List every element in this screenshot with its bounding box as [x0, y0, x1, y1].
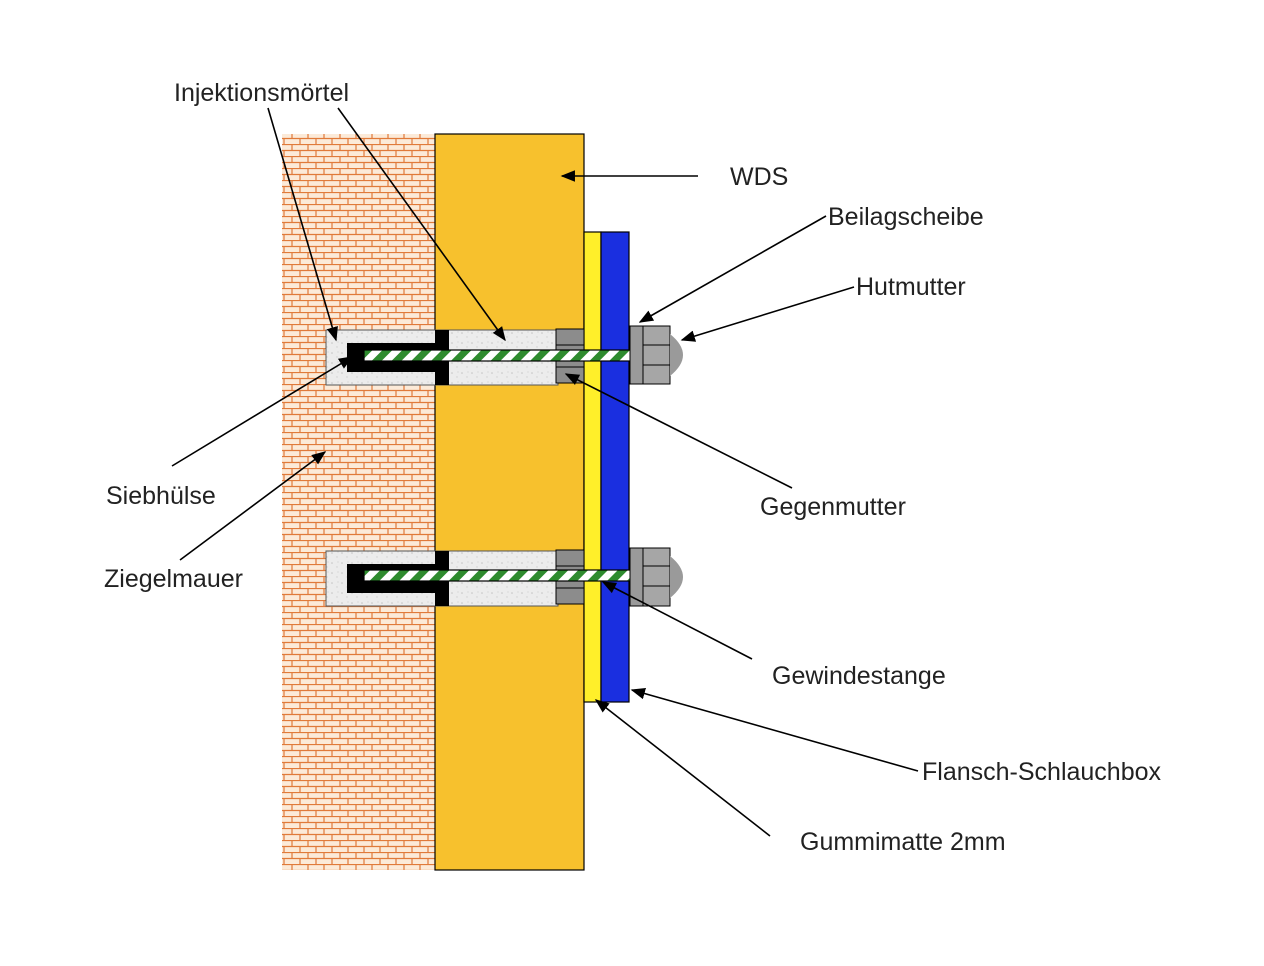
leader-flansch-schlauchbox [630, 687, 919, 772]
label-gegenmutter: Gegenmutter [760, 493, 906, 521]
wds-insulation [434, 133, 585, 871]
cap-nut-dome [670, 334, 683, 376]
leader-injektionsmoertel-1 [267, 107, 338, 342]
label-gewindestange: Gewindestange [772, 662, 946, 690]
leader-siebhuelse [171, 356, 354, 467]
cap-nut-dome [670, 556, 683, 598]
washer [629, 325, 645, 385]
leader-injektionsmoertel-2 [337, 107, 506, 342]
label-wds: WDS [730, 163, 788, 191]
flange-hose-box [600, 231, 630, 703]
label-flansch-schlauchbox: Flansch-Schlauchbox [922, 758, 1162, 786]
label-injektionsmoertel: Injektionsmörtel [174, 79, 349, 107]
threaded-rod [363, 349, 659, 362]
cap-nut [642, 325, 671, 385]
leader-gewindestange [601, 581, 753, 660]
leader-hutmutter [680, 286, 855, 342]
threaded-rod [363, 569, 659, 582]
cap-nut [642, 547, 671, 607]
leader-gegenmutter [564, 373, 793, 489]
label-gummimatte: Gummimatte 2mm [800, 828, 1006, 856]
rubber-mat [583, 231, 602, 703]
labels: Injektionsmörtel WDS Beilagscheibe Hutmu… [104, 79, 1162, 856]
label-siebhuelse: Siebhülse [106, 482, 216, 510]
leader-ziegelmauer [179, 451, 327, 561]
anchor-lower [325, 547, 683, 607]
brick-wall [282, 134, 436, 870]
label-hutmutter: Hutmutter [856, 273, 966, 301]
label-ziegelmauer: Ziegelmauer [104, 565, 243, 593]
leader-lines [171, 107, 919, 837]
leader-beilagscheibe [638, 215, 827, 323]
leader-gummimatte [594, 699, 771, 837]
label-beilagscheibe: Beilagscheibe [828, 203, 984, 231]
